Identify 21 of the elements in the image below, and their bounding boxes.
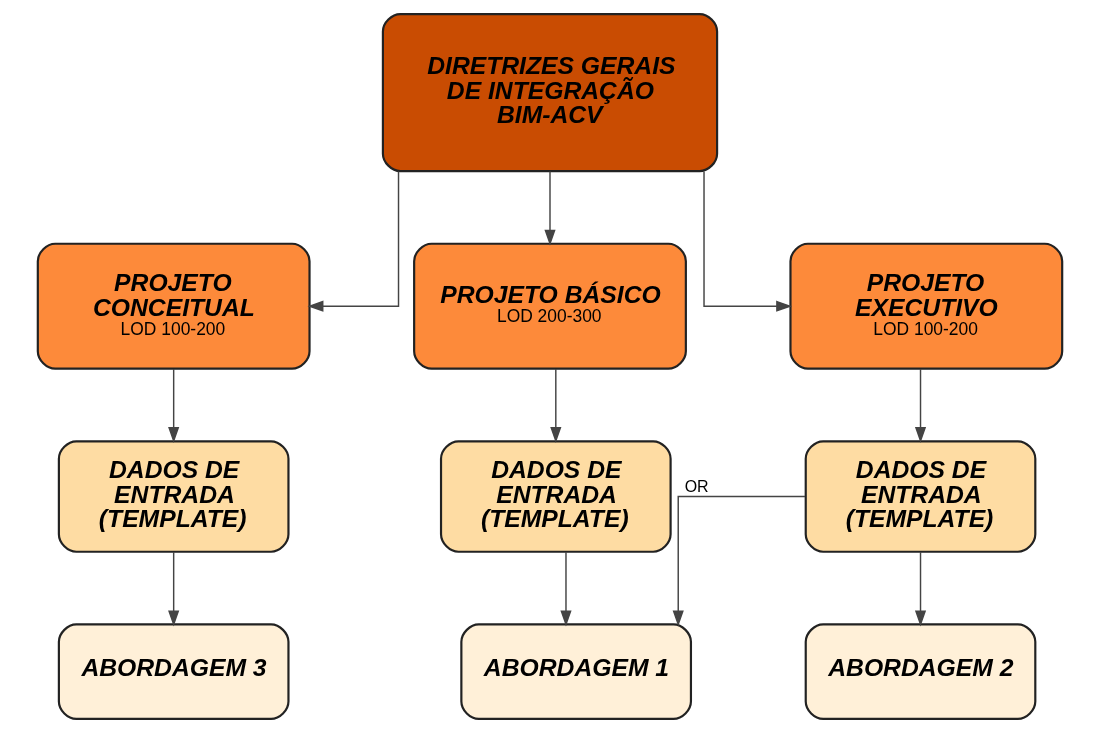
arrow (544, 170, 556, 246)
node-box: PROJETO BÁSICO LOD 200-300 (413, 242, 687, 370)
arrow (168, 551, 180, 627)
node-box: DADOS DE ENTRADA (TEMPLATE) (57, 440, 290, 553)
node-box: PROJETO EXECUTIVO LOD 100-200 (789, 242, 1064, 370)
arrow (168, 368, 180, 443)
arrow (550, 368, 562, 443)
arrow (703, 170, 793, 312)
arrow (914, 368, 927, 443)
node-box: DADOS DE ENTRADA (TEMPLATE) (804, 440, 1037, 553)
node-box: ABORDAGEM 3 (57, 623, 290, 720)
node-box: DIRETRIZES GERAIS DE INTEGRAÇÃO BIM-ACV (381, 13, 719, 173)
arrow (307, 170, 400, 312)
arrow (672, 495, 806, 627)
arrow (560, 551, 572, 627)
node-box: ABORDAGEM 2 (804, 623, 1037, 720)
edge-label: OR (684, 477, 709, 495)
node-box: DADOS DE ENTRADA (TEMPLATE) (439, 440, 672, 553)
node-box: ABORDAGEM 1 (460, 623, 693, 720)
arrow (914, 551, 927, 627)
node-box: PROJETO CONCEITUAL LOD 100-200 (36, 242, 311, 370)
